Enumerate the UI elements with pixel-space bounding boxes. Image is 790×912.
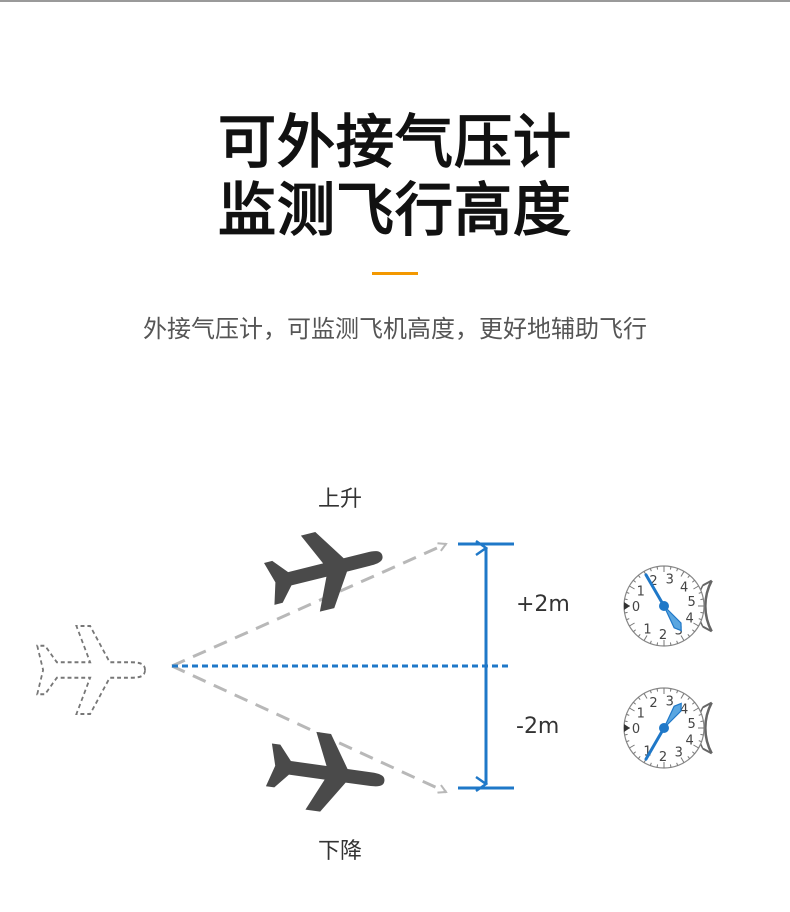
minus-altitude-label: -2m xyxy=(516,714,560,739)
gauge-number: 0 xyxy=(632,722,640,737)
plus-altitude-label: +2m xyxy=(516,592,570,617)
top-divider xyxy=(0,0,790,2)
gauge-number: 3 xyxy=(675,746,683,761)
gauge-number: 4 xyxy=(685,611,693,626)
subtitle: 外接气压计，可监测飞机高度，更好地辅助飞行 xyxy=(143,315,647,343)
accent-bar xyxy=(372,272,418,275)
gauge-number: 3 xyxy=(666,695,674,710)
airplane-icon xyxy=(263,726,390,820)
descend-label: 下降 xyxy=(318,839,363,864)
airplane-icon xyxy=(259,517,392,622)
gauge-number: 5 xyxy=(687,595,695,610)
gauge-number: 4 xyxy=(680,703,688,718)
gauge-number: 2 xyxy=(649,696,657,711)
airplane-icon xyxy=(36,625,147,715)
gauge-number: 1 xyxy=(637,584,645,599)
gauge-number: 3 xyxy=(675,624,683,639)
gauge-number: 5 xyxy=(687,717,695,732)
headline-line-2: 监测飞行高度 xyxy=(217,176,572,244)
gauge-number: 3 xyxy=(666,573,674,588)
gauge-number: 2 xyxy=(659,628,667,643)
gauge-number: 2 xyxy=(659,750,667,765)
gauge-number: 0 xyxy=(632,600,640,615)
gauge-number: 1 xyxy=(637,706,645,721)
gauge-number: 4 xyxy=(685,733,693,748)
gauge-number: 1 xyxy=(643,745,651,760)
headline-line-1: 可外接气压计 xyxy=(217,108,572,176)
gauge-number: 1 xyxy=(643,623,651,638)
descend-path xyxy=(171,664,446,792)
ascend-label: 上升 xyxy=(318,487,363,512)
ascend-path xyxy=(171,544,446,668)
gauge-number: 2 xyxy=(649,574,657,589)
gauge-number: 4 xyxy=(680,581,688,596)
